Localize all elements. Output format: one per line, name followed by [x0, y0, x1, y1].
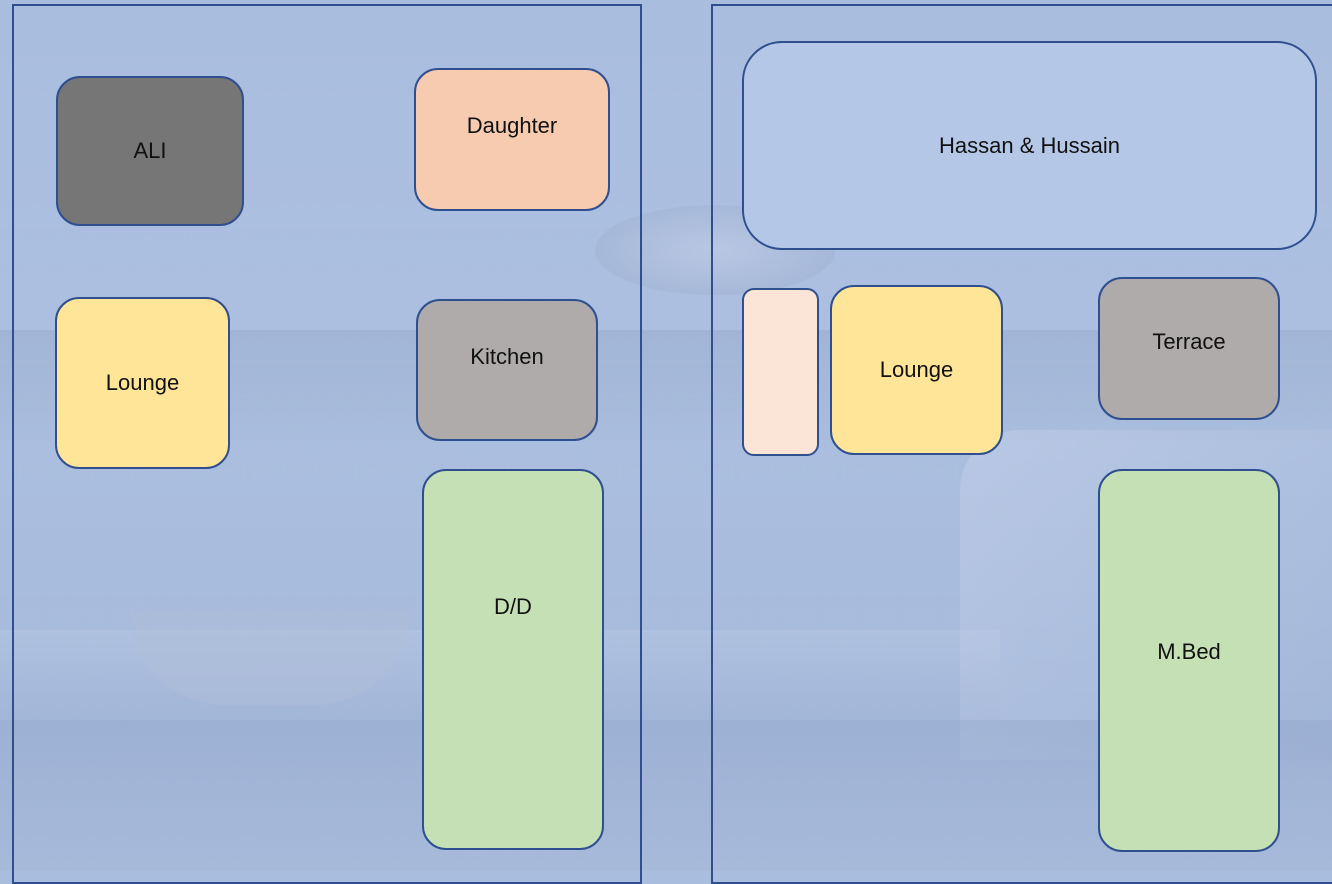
room-label: Lounge [105, 370, 180, 395]
room-small-unlabeled[interactable] [742, 288, 819, 456]
room-label: Kitchen [470, 344, 544, 369]
room-label: ALI [133, 138, 167, 163]
room-label: Terrace [1152, 329, 1226, 354]
room-lounge-right[interactable]: Lounge [830, 285, 1003, 455]
room-terrace[interactable]: Terrace [1098, 277, 1280, 420]
room-label: Lounge [879, 357, 954, 382]
room-ali[interactable]: ALI [56, 76, 244, 226]
room-hassan-hussain[interactable]: Hassan & Hussain [742, 41, 1317, 250]
room-dining[interactable]: D/D [422, 469, 604, 850]
room-lounge-left[interactable]: Lounge [55, 297, 230, 469]
room-master-bed[interactable]: M.Bed [1098, 469, 1280, 852]
room-label: Hassan & Hussain [939, 132, 1120, 158]
room-label: M.Bed [1157, 639, 1221, 664]
room-label: D/D [494, 594, 532, 619]
room-kitchen[interactable]: Kitchen [416, 299, 598, 441]
room-daughter[interactable]: Daughter [414, 68, 610, 211]
room-label: Daughter [466, 113, 558, 138]
